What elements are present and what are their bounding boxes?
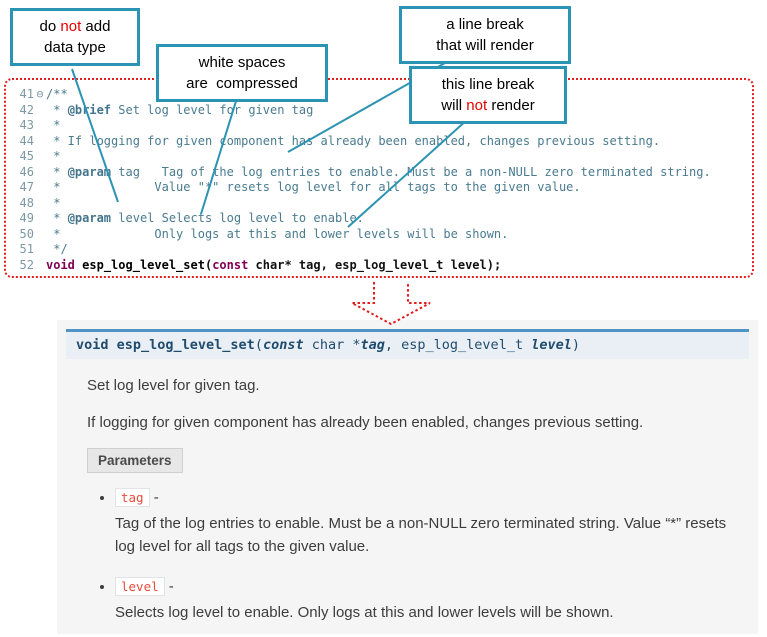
callout-break-render: a line break that will render xyxy=(399,6,571,64)
param-item: tag - Tag of the log entries to enable. M… xyxy=(115,488,736,558)
function-signature-bar: void esp_log_level_set(const char *tag, … xyxy=(66,329,749,359)
parameters-label: Parameters xyxy=(87,448,183,473)
code-line: 49 * @param level Selects log level to e… xyxy=(10,211,748,227)
code-line: 45 * xyxy=(10,149,748,165)
callout-whitespace: white spaces are compressed xyxy=(156,44,328,102)
param-item: level - Selects log level to enable. Only… xyxy=(115,577,736,625)
code-text: * xyxy=(46,195,61,210)
code-text: */ xyxy=(46,242,68,256)
code-line: 43 * xyxy=(10,118,748,134)
code-line: 46 * @param tag Tag of the log entries t… xyxy=(10,165,748,181)
line-number: 52 xyxy=(19,257,34,272)
brief-paragraph: Set log level for given tag. xyxy=(87,377,260,394)
param-desc: Tag of the log entries to enable. Must b… xyxy=(115,515,727,555)
line-number: 45 xyxy=(19,149,34,163)
callout-break-norender: this line break will not render xyxy=(409,66,567,124)
code-text: * xyxy=(46,118,61,132)
fold-icon xyxy=(34,211,46,227)
param-name-literal: tag xyxy=(115,488,150,507)
fold-icon xyxy=(34,134,46,150)
fold-icon xyxy=(34,149,46,165)
down-arrow-outline-icon xyxy=(351,282,431,326)
callout-line: white spaces xyxy=(198,54,286,71)
param-head: tag - xyxy=(115,488,736,507)
line-number: 44 xyxy=(19,133,34,148)
code-text: * @param level Selects log level to enab… xyxy=(46,211,364,225)
callout-line: this line break xyxy=(441,76,535,93)
fold-icon xyxy=(34,242,46,258)
fold-icon xyxy=(34,196,46,212)
code-line: 41⊖/** xyxy=(10,87,748,103)
detail-paragraph: If logging for given component has alrea… xyxy=(87,414,644,431)
code-text: * Only logs at this and lower levels wil… xyxy=(46,226,509,241)
param-list: tag - Tag of the log entries to enable. M… xyxy=(115,488,736,625)
code-line: 44 * If logging for given component has … xyxy=(10,134,748,150)
callout-no-datatype: do not add data type xyxy=(10,8,140,66)
code-line: 42 * @brief Set log level for given tag xyxy=(10,103,748,119)
code-line: 51 */ xyxy=(10,242,748,258)
line-number: 42 xyxy=(19,102,34,117)
line-number: 41 xyxy=(19,87,34,101)
fold-icon xyxy=(34,180,46,196)
code-line: 50 * Only logs at this and lower levels … xyxy=(10,227,748,243)
param-desc: Selects log level to enable. Only logs a… xyxy=(115,604,614,621)
param-name-literal: level xyxy=(115,577,165,596)
code-text: * xyxy=(46,149,61,163)
fold-icon xyxy=(34,165,46,181)
line-number: 43 xyxy=(19,118,34,132)
param-head: level - xyxy=(115,577,736,596)
code-text: void esp_log_level_set(const char* tag, … xyxy=(46,257,502,272)
fold-icon xyxy=(34,258,46,274)
fold-icon xyxy=(34,118,46,134)
code-line: 48 * xyxy=(10,196,748,212)
callout-line: will not render xyxy=(441,97,535,114)
code-text: * Value "*" resets log level for all tag… xyxy=(46,180,581,194)
code-line: 52 void esp_log_level_set(const char* ta… xyxy=(10,258,748,274)
line-number: 49 xyxy=(19,211,34,225)
rendered-doc-panel: void esp_log_level_set(const char *tag, … xyxy=(57,320,758,634)
signature-text: void esp_log_level_set(const char *tag, … xyxy=(76,337,580,353)
doc-body: Set log level for given tag. If logging … xyxy=(87,375,736,625)
code-text: * If logging for given component has alr… xyxy=(46,133,661,148)
callout-line: do not add xyxy=(39,18,111,35)
line-number: 51 xyxy=(19,242,34,256)
code-text: * @brief Set log level for given tag xyxy=(46,102,314,117)
callout-line: are compressed xyxy=(186,75,298,92)
code-editor-snippet: 41⊖/**42 * @brief Set log level for give… xyxy=(4,78,754,278)
code-text: /** xyxy=(46,87,68,101)
code-text: * @param tag Tag of the log entries to e… xyxy=(46,164,711,179)
callout-line: that will render xyxy=(436,37,534,54)
code-lines: 41⊖/**42 * @brief Set log level for give… xyxy=(10,87,748,273)
line-number: 47 xyxy=(19,180,34,194)
fold-icon xyxy=(34,103,46,119)
line-number: 48 xyxy=(19,195,34,210)
line-number: 50 xyxy=(19,226,34,241)
code-line: 47 * Value "*" resets log level for all … xyxy=(10,180,748,196)
fold-icon[interactable]: ⊖ xyxy=(36,87,44,101)
line-number: 46 xyxy=(19,164,34,179)
fold-icon xyxy=(34,227,46,243)
callout-line: a line break xyxy=(446,16,524,33)
callout-line: data type xyxy=(44,39,106,56)
